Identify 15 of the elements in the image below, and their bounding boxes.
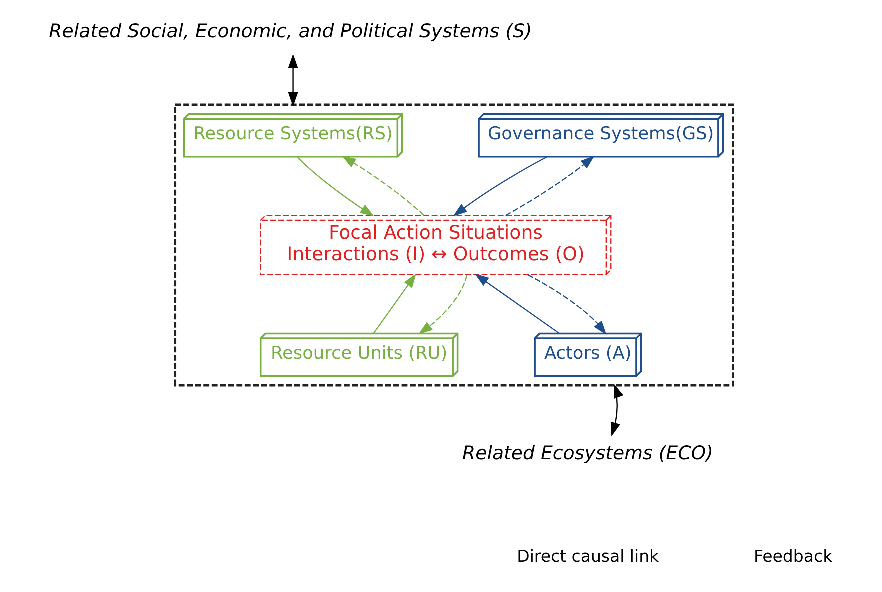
node-text: Related Ecosystems (ECO): [462, 442, 714, 465]
arrow: [506, 156, 595, 216]
arrow: [418, 275, 468, 334]
arrow: [453, 156, 548, 217]
legend-label: Direct causal link: [517, 547, 660, 566]
arrow: [297, 156, 374, 217]
arrow: [528, 274, 607, 336]
arrow: [373, 274, 416, 334]
arrow: [610, 384, 624, 437]
arrow: [474, 274, 560, 334]
node-text: Related Social, Economic, and Political Systems (S): [49, 20, 532, 42]
legend-label: Feedback: [754, 547, 833, 566]
arrow: [288, 54, 298, 107]
cluster: [174, 104, 734, 387]
arrow: [342, 156, 424, 216]
